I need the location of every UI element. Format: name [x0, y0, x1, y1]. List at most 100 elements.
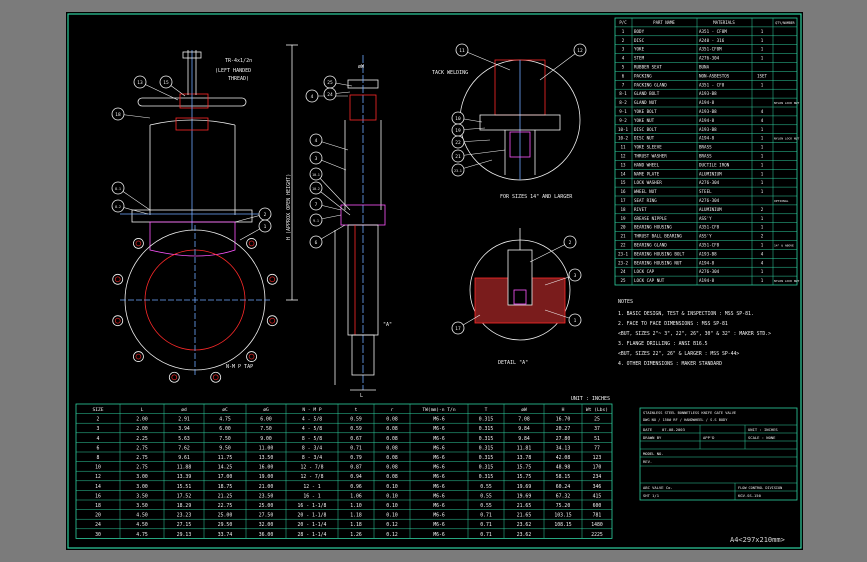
notes-title: NOTES [618, 299, 633, 305]
part-name: BEARING GLAND [634, 243, 667, 248]
note-line: 1. BASIC DESIGN, TEST & INSPECTION : MSS… [618, 311, 754, 317]
note-line: 2. FACE TO FACE DIMENSIONS : MSS SP-81 [618, 321, 728, 327]
part-no: 3 [622, 47, 625, 52]
dims-cell: 0.10 [386, 503, 398, 509]
part-qty: 2 [761, 234, 764, 239]
dims-cell: 29.13 [177, 532, 192, 538]
part-name: YOKE [634, 47, 645, 52]
part-qty: 1 [761, 171, 764, 176]
part-material: A240 - 316 [699, 38, 725, 43]
part-no: 13 [620, 162, 626, 167]
part-name: YOKE NUT [634, 118, 655, 123]
dims-cell: 5.63 [178, 436, 190, 442]
dims-cell: 13.50 [259, 455, 274, 461]
dims-cell: 1480 [591, 522, 603, 528]
dims-cell: 2.00 [136, 417, 148, 423]
part-no: 12 [620, 154, 626, 159]
parts-header-name: PART NAME [653, 20, 675, 25]
dims-cell: 2 [97, 417, 100, 423]
part-material: A193-B8 [699, 109, 717, 114]
dims-cell: 27.15 [177, 522, 192, 528]
dims-cell: 0.71 [480, 532, 492, 538]
callout-number: 8-2 [115, 205, 121, 209]
bolt-hole-inner [248, 353, 255, 360]
dims-cell: 108.15 [554, 522, 571, 528]
tblock-sheet: SHT 1/1 [643, 493, 660, 498]
bolt-hole [168, 371, 180, 383]
dims-cell: 0.71 [480, 522, 492, 528]
part-qty: 1 [761, 189, 764, 194]
callout-bubble [451, 321, 465, 335]
n-mp-tap-label: N-M P TAP [226, 364, 253, 370]
part-qty: 1 [761, 29, 764, 34]
dims-cell: M6-6 [433, 493, 445, 499]
callout-bubble [563, 235, 577, 249]
dims-cell: 3.94 [178, 426, 190, 432]
hub [179, 93, 209, 109]
part-material: DUCTILE IRON [699, 162, 730, 167]
dims-cell: 10 [95, 465, 101, 471]
part-name: RUBBER SEAT [634, 65, 662, 70]
callout-bubble [133, 75, 147, 89]
disc-outline [149, 221, 236, 257]
dims-cell: 0.315 [479, 445, 494, 451]
callout-bubble [111, 107, 125, 121]
unit-label: UNIT : INCHES [571, 396, 610, 402]
dims-cell: 6.00 [260, 417, 272, 423]
dims-cell: M6-6 [433, 426, 445, 432]
part-no: 10-2 [618, 136, 629, 141]
tblock-dwgno: KGV-SS-150 [738, 493, 762, 498]
part-no: 20 [620, 225, 626, 230]
part-qty: 4 [761, 260, 764, 265]
yoke [149, 119, 236, 215]
bolt-holes [112, 238, 278, 383]
part-no: 23-2 [618, 260, 629, 265]
dims-cell: 14.25 [218, 465, 233, 471]
dims-cell: 19.69 [517, 493, 532, 499]
bolt-hole-inner [269, 276, 276, 283]
detail-a-seat [513, 289, 527, 305]
dims-cell: 12 - 7/8 [300, 474, 323, 480]
part-material: A193-B8 [699, 91, 717, 96]
dims-cell: 1.18 [350, 513, 362, 519]
part-no: 22 [620, 243, 626, 248]
part-name: PACKING GLAND [634, 82, 667, 87]
callout-bubble [309, 235, 323, 249]
parts-header-material: MATERIALS [713, 20, 735, 25]
dims-cell: 12 - 7/8 [300, 465, 323, 471]
detail-a [469, 228, 571, 341]
part-no: 15 [620, 180, 626, 185]
dims-cell: 0.08 [386, 445, 398, 451]
dims-cell: 4.50 [136, 513, 148, 519]
dims-cell: 7.50 [260, 426, 272, 432]
sheet-size: A4<297x210mm> [730, 536, 785, 544]
part-no: 7 [622, 82, 625, 87]
part-qty: 1 [761, 180, 764, 185]
dims-cell: 21.65 [517, 513, 532, 519]
bolt-hole [112, 315, 124, 327]
dims-cell: 18.29 [177, 503, 192, 509]
part-qty: 1 [761, 216, 764, 221]
part-no: 24 [620, 269, 626, 274]
part-no: 4 [622, 56, 625, 61]
part-name: DISC NUT [634, 136, 655, 141]
dims-cell: 3.00 [136, 474, 148, 480]
dims-cell: 0.55 [480, 503, 492, 509]
part-note: 14" & ABOVE [774, 244, 794, 248]
dims-cell: 12 - 1 [303, 484, 320, 490]
callout-number: 15 [163, 80, 169, 86]
dims-cell: 34.13 [556, 445, 571, 451]
callout-number: 6 [315, 240, 318, 246]
part-material: BRASS [699, 145, 712, 150]
part-no: 5 [622, 65, 625, 70]
thread-label: THREAD) [228, 76, 249, 82]
dims-cell: 23.23 [177, 513, 192, 519]
part-qty: 1 [761, 127, 764, 132]
part-name: WHEEL NUT [634, 189, 657, 194]
part-material: A351-CF8M [699, 47, 722, 52]
callout-number: 23-1 [454, 169, 462, 173]
dim-l-label: L [360, 393, 363, 399]
part-name: GREASE NIPPLE [634, 216, 667, 221]
bolt-hole-inner [114, 317, 121, 324]
